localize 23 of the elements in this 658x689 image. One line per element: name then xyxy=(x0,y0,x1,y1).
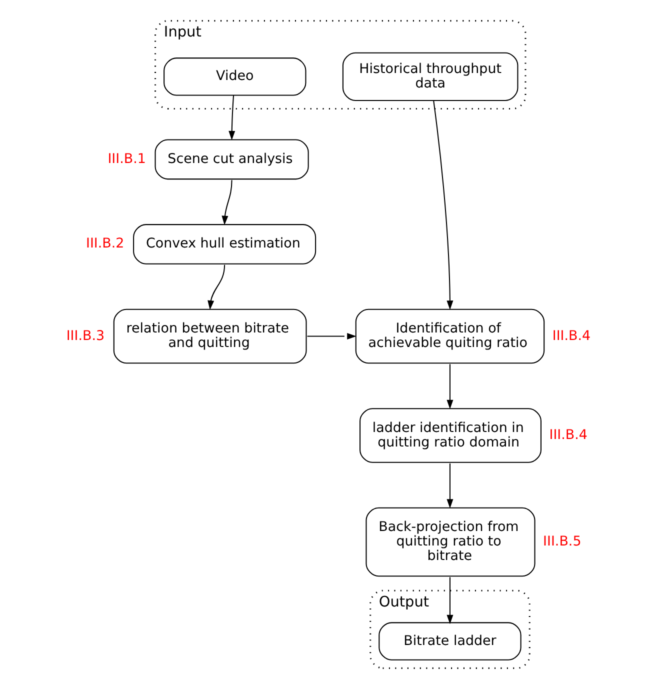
node-box: Identification of achievable quiting ratio xyxy=(355,308,545,364)
node-box: Bitrate ladder xyxy=(378,622,522,660)
node-label: III.B.5 xyxy=(543,534,582,550)
arrow xyxy=(307,332,356,340)
node-label: III.B.4 xyxy=(549,428,588,444)
node-box: Convex hull estimation xyxy=(133,224,316,264)
node-label: III.B.3 xyxy=(66,328,105,344)
node-label: III.B.4 xyxy=(552,328,591,344)
arrow xyxy=(208,264,226,310)
node-label: III.B.1 xyxy=(108,152,146,167)
node-box: ladder identification in quitting ratio domain xyxy=(360,408,542,463)
node-box: relation between bitrate and quitting xyxy=(113,308,307,364)
node-box: Video xyxy=(164,58,306,96)
node-box: Historical throughput data xyxy=(342,52,518,101)
arrow xyxy=(446,577,454,624)
node-label: III.B.2 xyxy=(86,236,124,252)
arrow xyxy=(446,364,454,410)
node-box: Back-projection from quitting ratio to bitrate xyxy=(366,507,536,577)
arrow xyxy=(228,95,236,140)
arrow xyxy=(433,100,454,310)
arrow xyxy=(446,463,454,508)
arrow xyxy=(222,180,232,226)
node-box: Scene cut analysis xyxy=(154,139,309,180)
